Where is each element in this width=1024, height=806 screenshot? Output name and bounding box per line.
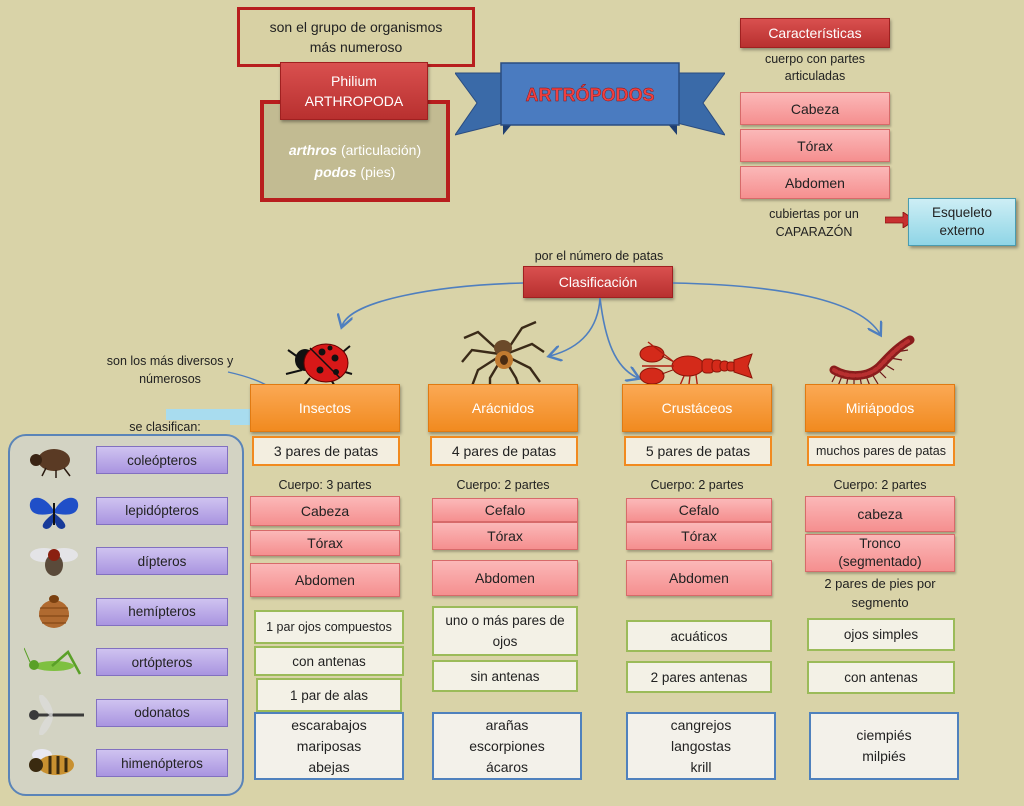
part-0-1: Tórax	[250, 530, 400, 556]
group-title-1: Arácnidos	[428, 384, 578, 432]
order-1: lepidópteros	[96, 496, 228, 525]
trait-0-2: 1 par de alas	[256, 678, 402, 712]
group-cuerpo-1: Cuerpo: 2 partes	[456, 478, 550, 492]
clasificacion-box: Clasificación	[523, 266, 673, 298]
examples-2: cangrejos langostas krill	[626, 712, 776, 780]
lobster-icon	[639, 341, 753, 393]
spider-icon	[461, 320, 545, 390]
examples-0: escarabajos mariposas abejas	[254, 712, 404, 780]
examples-1: arañas escorpiones ácaros	[432, 712, 582, 780]
group-cuerpo-2: Cuerpo: 2 partes	[650, 478, 744, 492]
part-2-0: Cefalo	[626, 498, 772, 522]
group-patas-0: 3 pares de patas	[252, 436, 400, 466]
banner-text: ARTRÓPODOS	[525, 84, 654, 105]
group-title-3: Miriápodos	[805, 384, 955, 432]
dragonfly-icon	[29, 694, 84, 735]
caracteristicas-title: Características	[740, 18, 890, 48]
example-item: ciempiés	[856, 727, 912, 743]
caracteristicas-subtitle: cuerpo con partes articuladas	[764, 52, 866, 83]
philium-label: Philium ARTHROPODA	[304, 73, 404, 109]
trait-3-0: ojos simples	[807, 618, 955, 651]
group-patas-3: muchos pares de patas	[807, 436, 955, 466]
diverse-text: son los más diversos y númerosos	[106, 354, 234, 386]
trait-1-0: uno o más pares de ojos	[432, 606, 578, 656]
part-1-2: Abdomen	[432, 560, 578, 596]
caract-part-1: Tórax	[740, 129, 890, 162]
order-6: himenópteros	[96, 749, 228, 777]
part-1-1: Tórax	[432, 522, 578, 550]
order-0: coleópteros	[96, 446, 228, 474]
ladybug-icon	[285, 343, 353, 389]
part-3-0: cabeza	[805, 496, 955, 532]
bug-icon	[39, 594, 69, 628]
group-text-box: son el grupo de organismos más numeroso	[237, 7, 475, 67]
example-item: arañas	[485, 716, 529, 733]
group-title-0: Insectos	[250, 384, 400, 432]
part-0-0: Cabeza	[250, 496, 400, 526]
group-patas-1: 4 pares de patas	[430, 436, 578, 466]
example-item: ácaros	[485, 758, 529, 775]
order-4: ortópteros	[96, 648, 228, 676]
bee-icon	[29, 749, 74, 775]
example-item: krill	[690, 758, 712, 775]
group-extra-3: 2 pares de pies por segmento	[824, 576, 936, 610]
fly-icon	[30, 548, 78, 576]
group-title-2: Crustáceos	[622, 384, 772, 432]
esqueleto-box: Esqueleto externo	[908, 198, 1016, 246]
etym-podos: podos (pies)	[314, 164, 396, 180]
part-1-0: Cefalo	[432, 498, 578, 522]
group-text: son el grupo de organismos más numeroso	[269, 19, 443, 55]
trait-0-0: 1 par ojos compuestos	[254, 610, 404, 644]
trait-0-1: con antenas	[254, 646, 404, 676]
examples-3: ciempiés milpiés	[809, 712, 959, 780]
etym-arthros: arthros (articulación)	[288, 142, 422, 158]
part-0-2: Abdomen	[250, 563, 400, 597]
order-3: hemípteros	[96, 597, 228, 626]
example-item: abejas	[308, 758, 350, 775]
caparazon-text: cubiertas por un CAPARAZÓN	[769, 207, 859, 239]
grasshopper-icon	[24, 647, 82, 675]
clasif-by-text: por el número de patas	[534, 249, 664, 263]
example-item: escorpiones	[469, 737, 545, 754]
trait-2-1: 2 pares antenas	[626, 661, 772, 693]
caract-part-0: Cabeza	[740, 92, 890, 125]
caract-part-2: Abdomen	[740, 166, 890, 199]
part-3-1: Tronco (segmentado)	[805, 534, 955, 572]
part-2-2: Abdomen	[626, 560, 772, 596]
part-2-1: Tórax	[626, 522, 772, 550]
order-5: odonatos	[96, 698, 228, 727]
example-item: mariposas	[296, 737, 362, 754]
example-item: langostas	[671, 737, 731, 754]
philium-box: Philium ARTHROPODA	[280, 62, 428, 120]
group-cuerpo-3: Cuerpo: 2 partes	[833, 478, 927, 492]
trait-3-1: con antenas	[807, 661, 955, 694]
example-item: milpiés	[862, 748, 906, 764]
artropodos-banner: ARTRÓPODOS	[455, 62, 725, 136]
example-item: escarabajos	[291, 716, 367, 733]
trait-2-0: acuáticos	[626, 620, 772, 652]
order-2: dípteros	[96, 547, 228, 575]
butterfly-icon	[29, 497, 79, 529]
beetle-icon	[30, 449, 71, 478]
trait-1-1: sin antenas	[432, 660, 578, 692]
example-item: cangrejos	[670, 716, 732, 733]
se-clasifican-text: se clasifican:	[100, 420, 230, 434]
group-patas-2: 5 pares de patas	[624, 436, 772, 466]
group-cuerpo-0: Cuerpo: 3 partes	[278, 478, 372, 492]
